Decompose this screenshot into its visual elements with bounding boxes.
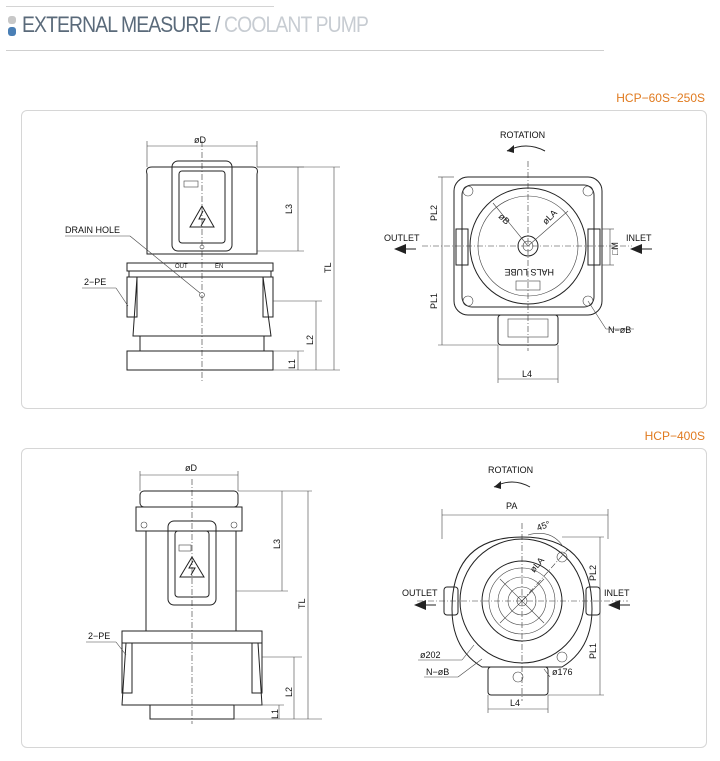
- model-label-hcp-60s-250s: HCP−60S~250S: [616, 91, 705, 105]
- l4-400-label: L4: [510, 698, 520, 708]
- front400-l2-label: L2: [284, 687, 294, 697]
- drawing-hcp-400s: øD L3 TL L2 L1 2−PE ROTATION PA: [86, 463, 630, 724]
- front-l3-label: L3: [284, 204, 294, 214]
- drain-hole-label: DRAIN HOLE: [65, 225, 120, 235]
- en-label: EN: [215, 264, 223, 270]
- phi-b-label: øB: [497, 211, 512, 226]
- brand-label: HALS LUBE: [504, 267, 554, 277]
- header-top-rule: [6, 6, 274, 7]
- d202-label: ø202: [420, 650, 441, 660]
- drawing-panel-hcp-60s-250s: øD L3 TL L2 L1 DRAIN HOLE 2−PE OUT EN RO…: [21, 110, 707, 409]
- two-pe-label: 2−PE: [84, 277, 106, 287]
- model-label-hcp-400s: HCP−400S: [644, 429, 705, 443]
- front-view-400: øD L3 TL L2 L1 2−PE: [86, 463, 322, 724]
- angle-45-label: 45°: [535, 519, 552, 533]
- front-diameter-label: øD: [194, 135, 206, 145]
- title-separator: /: [210, 12, 225, 37]
- front400-l3-label: L3: [272, 539, 282, 549]
- front-l1-label: L1: [287, 359, 297, 369]
- header-underline: [6, 50, 604, 51]
- rotation400-label: ROTATION: [488, 465, 533, 475]
- front-view: øD L3 TL L2 L1 DRAIN HOLE 2−PE OUT EN: [65, 135, 340, 381]
- pl2-400-label: PL2: [588, 565, 598, 581]
- page-header: EXTERNAL MEASURE / COOLANT PUMP: [0, 0, 720, 60]
- pl2-label: PL2: [429, 205, 439, 221]
- rotation-label: ROTATION: [500, 130, 545, 140]
- pl1-400-label: PL1: [588, 643, 598, 659]
- title-sub: COOLANT PUMP: [224, 12, 369, 37]
- page-title: EXTERNAL MEASURE / COOLANT PUMP: [22, 12, 369, 38]
- top-view-400: ROTATION PA 45° øLA OUTLET: [402, 465, 630, 713]
- pa-label: PA: [506, 501, 517, 511]
- title-main: EXTERNAL MEASURE: [22, 12, 211, 37]
- front400-tl-label: TL: [297, 598, 307, 609]
- d176-label: ø176: [552, 667, 573, 677]
- la-label: øLA: [528, 555, 546, 574]
- front-tl-label: TL: [323, 262, 333, 273]
- inlet400-label: INLET: [604, 588, 630, 598]
- front-l2-label: L2: [305, 335, 315, 345]
- m-label: □M: [610, 242, 620, 255]
- top-outlet-label: OUTLET: [384, 233, 420, 243]
- n-phi-b-400-label: N−øB: [426, 667, 449, 677]
- out-label: OUT: [175, 264, 188, 270]
- drawing-hcp-60s-250s: øD L3 TL L2 L1 DRAIN HOLE 2−PE OUT EN RO…: [65, 130, 652, 383]
- title-bullet-gray-icon: [8, 16, 16, 24]
- outlet400-label: OUTLET: [402, 588, 438, 598]
- front400-two-pe-label: 2−PE: [88, 631, 110, 641]
- top-inlet-label: INLET: [626, 233, 652, 243]
- top-view: ROTATION øB øLA HALS LUBE OUTLET IN: [384, 130, 652, 383]
- phi-la-label: øLA: [540, 208, 559, 227]
- pl1-label: PL1: [429, 293, 439, 309]
- title-bullet-blue-icon: [8, 27, 16, 36]
- drawing-panel-hcp-400s: øD L3 TL L2 L1 2−PE ROTATION PA: [21, 448, 707, 748]
- front400-l1-label: L1: [270, 709, 280, 719]
- front400-diameter-label: øD: [185, 463, 197, 473]
- l4-label: L4: [522, 369, 532, 379]
- n-phi-b-label: N−øB: [608, 325, 631, 335]
